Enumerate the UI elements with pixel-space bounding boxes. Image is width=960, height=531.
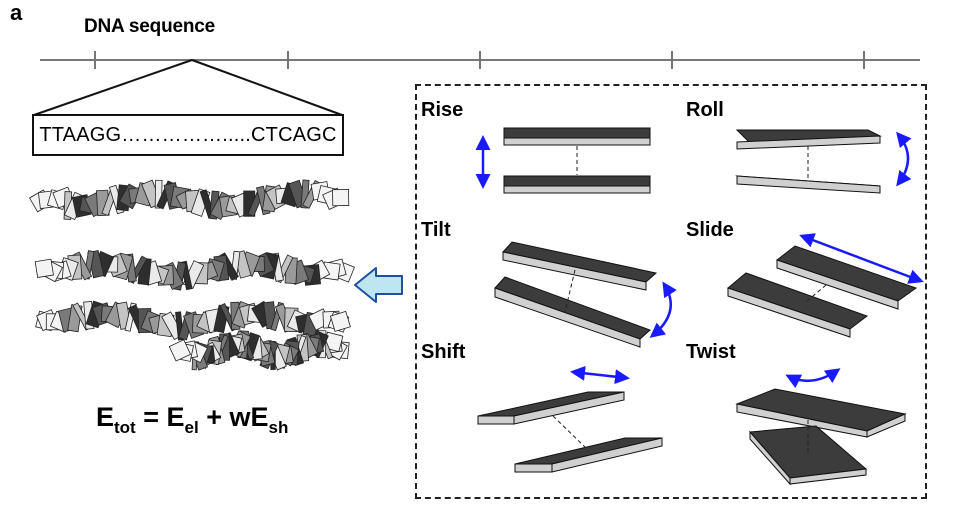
label-tilt: Tilt (421, 219, 451, 241)
helix-base-plate (34, 258, 54, 278)
shift-arrow (570, 365, 630, 385)
energy-plus-w: + wE (198, 402, 269, 432)
helix-base-plate (168, 339, 192, 362)
slide-illustration (726, 233, 924, 338)
energy-sub-sh: sh (268, 418, 289, 437)
sequence-box: TTAAGG…………….....CTCAGC (32, 114, 344, 156)
helix-base-plate (329, 310, 351, 332)
twist-arrow (785, 368, 841, 389)
zoom-triangle (33, 59, 343, 116)
label-slide: Slide (686, 219, 734, 241)
label-twist: Twist (686, 341, 736, 363)
shift-illustration (477, 365, 663, 473)
roll-arrow (896, 131, 912, 187)
pointer-arrow (354, 267, 403, 303)
sequence-axis (40, 51, 920, 69)
energy-sub-el: el (184, 418, 199, 437)
energy-symbol: E (96, 402, 115, 432)
energy-sub-tot: tot (114, 418, 136, 437)
parameters-panel (415, 84, 927, 499)
sequence-title: DNA sequence (84, 16, 215, 37)
dna-helix (29, 179, 355, 371)
roll-illustration (735, 129, 912, 194)
energy-equation: Etot = Eel + wEsh (96, 402, 288, 436)
rise-illustration (475, 127, 651, 194)
tilt-illustration (494, 241, 677, 348)
slide-arrow (799, 233, 924, 284)
label-shift: Shift (421, 341, 466, 363)
tilt-arrow (649, 281, 677, 338)
helix-base-plate (332, 189, 350, 207)
energy-equals: = E (135, 402, 185, 432)
panel-label: a (10, 0, 23, 25)
label-roll: Roll (686, 99, 724, 121)
label-rise: Rise (421, 99, 464, 121)
twist-illustration (735, 368, 907, 486)
